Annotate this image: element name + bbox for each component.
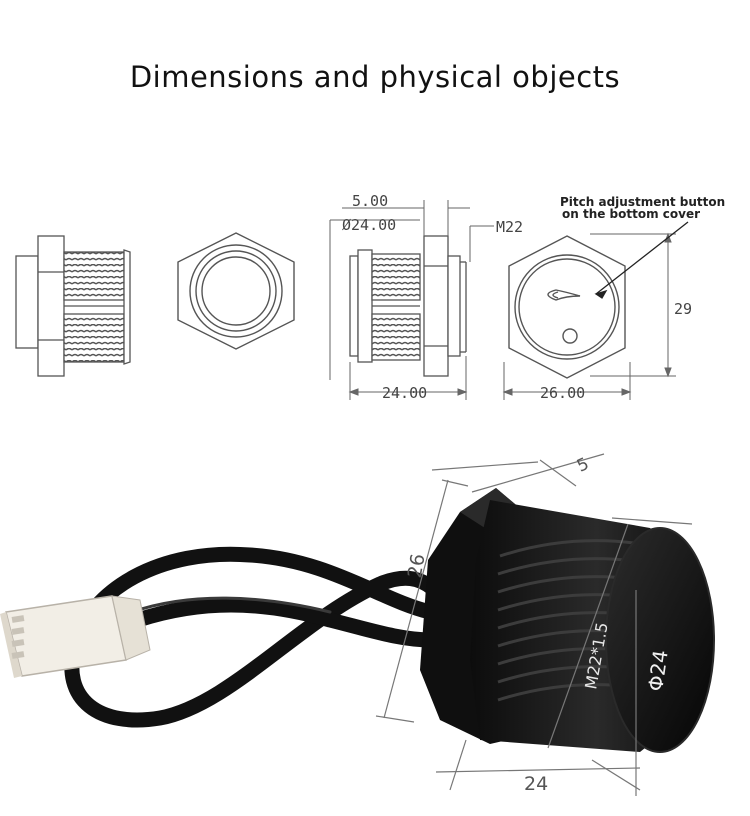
end-view-left — [177, 232, 295, 350]
dim-29: 29 — [674, 300, 692, 318]
end-view-right — [508, 235, 626, 379]
dim-dia24: Ø24.00 — [342, 216, 396, 234]
photo-dim-26: 26 — [404, 552, 430, 580]
callout-line-2: on the bottom cover — [562, 207, 700, 221]
side-view-left — [15, 235, 131, 377]
dimension-lines — [329, 200, 676, 400]
side-view-dimensioned — [349, 235, 467, 377]
connector-plug — [0, 595, 151, 678]
photo-dimension-lines — [375, 453, 693, 796]
cable — [64, 546, 440, 728]
drawing-labels: 5.00 Ø24.00 M22 24.00 26.00 29 Pitch adj… — [342, 192, 725, 402]
sensor-body — [420, 488, 715, 753]
photo-dim-24: 24 — [524, 773, 548, 795]
dim-24: 24.00 — [382, 384, 427, 402]
face-label: Φ24 — [643, 649, 673, 693]
photo-dim-5: 5 — [574, 454, 592, 477]
dim-26: 26.00 — [540, 384, 585, 402]
page-title: Dimensions and physical objects — [129, 60, 621, 94]
callout-line-1: Pitch adjustment button — [560, 195, 725, 209]
dim-5: 5.00 — [352, 192, 388, 210]
dim-m22: M22 — [496, 218, 523, 236]
callout-arrow — [594, 221, 689, 299]
